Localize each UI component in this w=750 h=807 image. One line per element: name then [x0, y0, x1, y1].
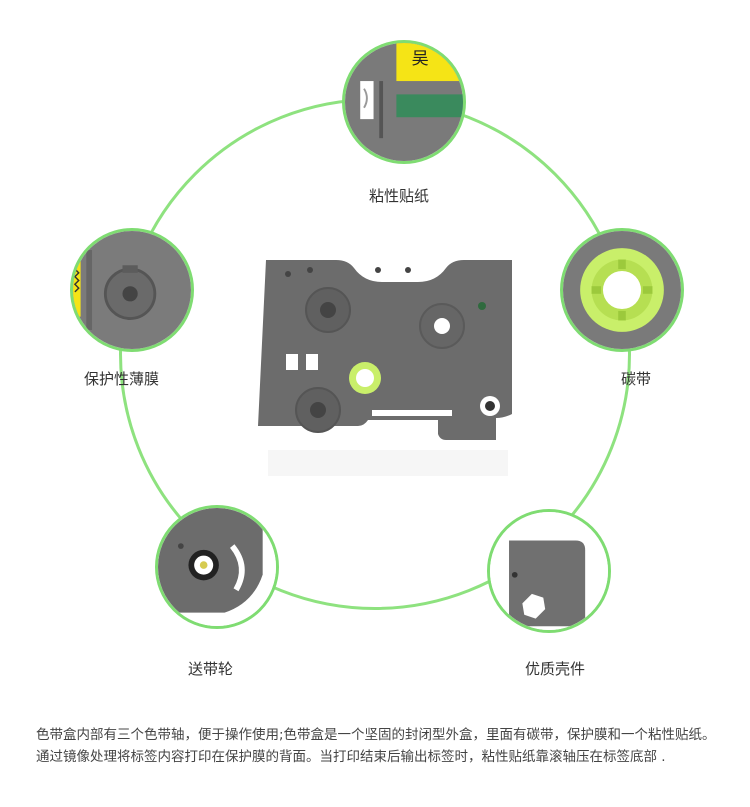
svg-text:吴: 吴 — [412, 49, 429, 69]
label-protective-film: 保护性薄膜 — [84, 370, 160, 388]
adhesive-closeup-image: 吴 — [342, 40, 466, 164]
film-closeup-image — [70, 228, 194, 352]
product-description: 色带盒内部有三个色带轴，便于操作使用;色带盒是一个坚固的封闭型外盒，里面有碳带，… — [36, 727, 716, 765]
tape-cartridge-image — [258, 250, 520, 480]
ribbon-spool-closeup-image — [560, 228, 684, 352]
product-diagram: 吴 粘性贴纸 保护性薄膜 — [70, 40, 684, 678]
label-adhesive: 粘性贴纸 — [369, 187, 430, 205]
feed-wheel-closeup-image — [155, 505, 279, 629]
label-shell: 优质壳件 — [525, 660, 586, 678]
label-feed-wheel: 送带轮 — [188, 660, 234, 678]
shell-closeup-image — [487, 509, 611, 633]
label-ribbon: 碳带 — [621, 370, 652, 388]
